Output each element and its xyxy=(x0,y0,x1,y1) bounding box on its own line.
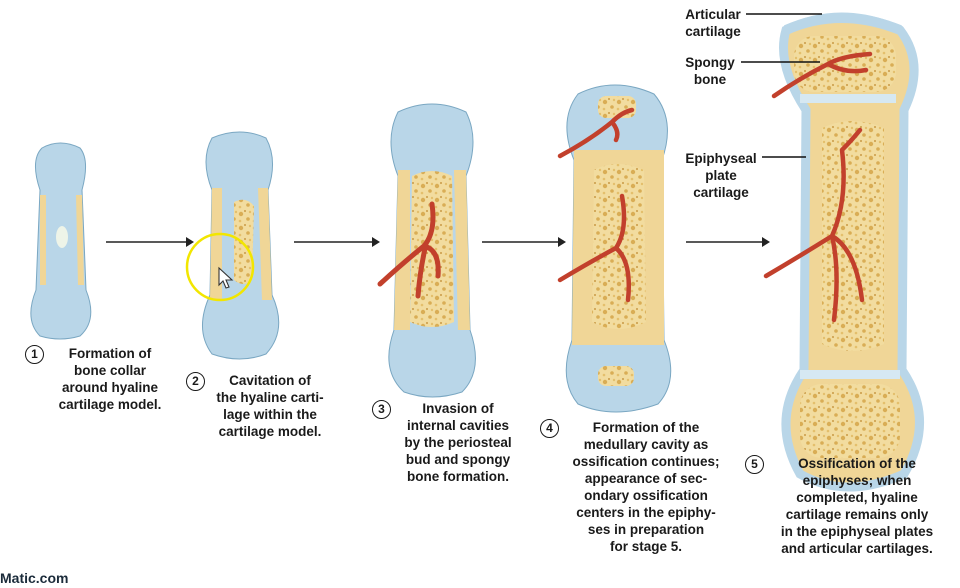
stage-4-caption: Formation of the medullary cavity as oss… xyxy=(572,420,720,554)
step-number-2: 2 xyxy=(186,372,205,391)
articular-cartilage-label: Articular cartilage xyxy=(685,7,741,39)
stage-5-epiphysis-bottom-spongy xyxy=(800,384,900,458)
stage-4-bone xyxy=(557,84,672,413)
stage-5-epiphysis-top-spongy xyxy=(794,36,896,92)
stage-2-caption: Cavitation of the hyaline carti- lage wi… xyxy=(216,373,324,439)
progression-arrows xyxy=(106,237,770,247)
label-leaders xyxy=(741,13,822,158)
cursor-highlight-ring xyxy=(185,232,255,302)
stage-5-bone xyxy=(763,12,924,492)
stage-1-bone xyxy=(30,142,92,340)
step-number-1: 1 xyxy=(25,345,44,364)
stage-5-epiphyseal-plate-bottom xyxy=(800,370,900,379)
stage-3-periosteal-bud xyxy=(377,201,441,299)
arrow-3-4-head xyxy=(558,237,566,247)
mouse-pointer-icon xyxy=(218,266,234,289)
stage-3-bone-collar-left xyxy=(394,170,410,330)
stage-1-caption: Formation of bone collar around hyaline … xyxy=(58,346,162,412)
stage-3-bone xyxy=(377,103,476,398)
stage-5-caption: Ossification of the epiphyses; when comp… xyxy=(780,456,934,556)
arrow-2-3-head xyxy=(372,237,380,247)
stage-3-bone-collar-right xyxy=(454,170,470,330)
stage-1-bone-collar-right xyxy=(76,195,84,285)
stage-5-epiphyseal-plate-top xyxy=(800,94,896,103)
stage-4-epiphysis-bottom xyxy=(598,366,634,386)
stage-4-vessels xyxy=(557,107,635,303)
stage-3-caption: Invasion of internal cavities by the per… xyxy=(404,401,512,484)
step-number-3: 3 xyxy=(372,400,391,419)
arrow-1-2-head xyxy=(186,237,194,247)
stage-5-articular-cartilage-top xyxy=(783,13,902,35)
arrow-4-5-head xyxy=(762,237,770,247)
stage-2-cavity xyxy=(234,199,254,284)
stage-2-bone xyxy=(201,131,280,360)
stage-2-bone-collar-right xyxy=(258,188,272,300)
watermark: Matic.com xyxy=(0,570,69,586)
epiphyseal-plate-label: Epiphyseal plate cartilage xyxy=(685,151,757,200)
step-number-5: 5 xyxy=(745,455,764,474)
spongy-bone-label: Spongy bone xyxy=(685,55,735,87)
stage-1-ossification-spot xyxy=(56,226,68,248)
stage-1-bone-collar-left xyxy=(40,195,46,285)
stage-5-vessels xyxy=(763,51,873,323)
step-number-4: 4 xyxy=(540,419,559,438)
